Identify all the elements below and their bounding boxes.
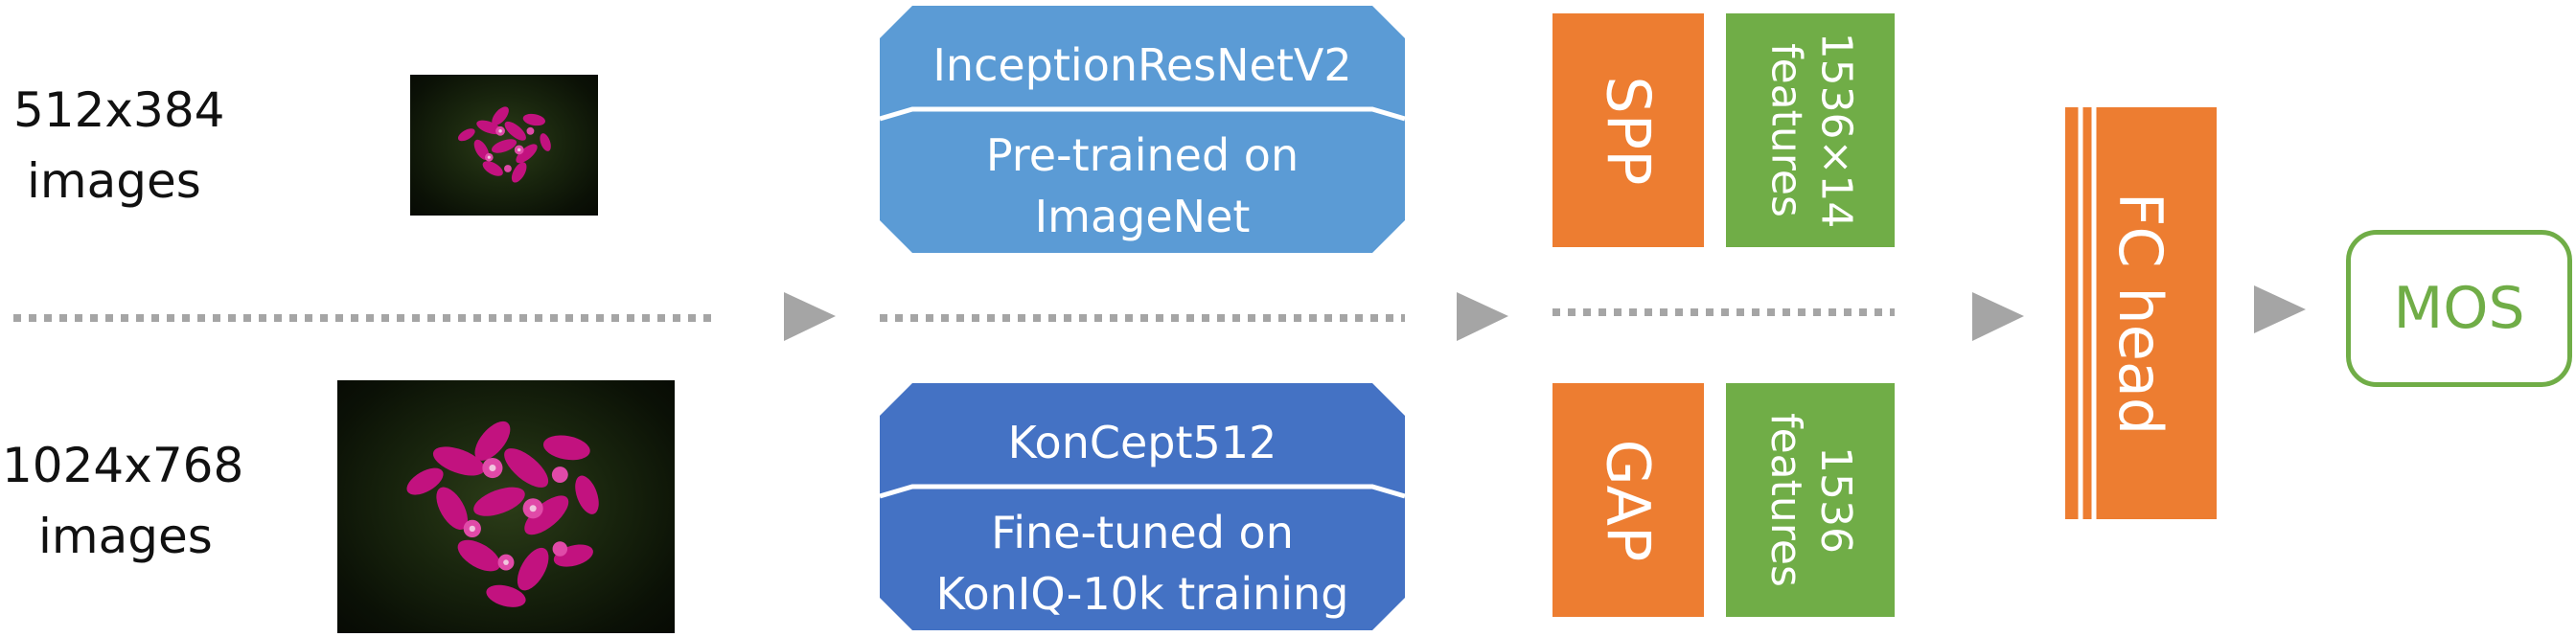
arrow-to-fc-head: [1972, 292, 2024, 341]
inception-block: InceptionResNetV2 Pre-trained on ImageNe…: [879, 6, 1406, 253]
koncept-desc-line2: KonIQ-10k training: [935, 568, 1349, 620]
inception-desc-line1: Pre-trained on: [985, 129, 1300, 181]
arrow-to-mos: [2254, 285, 2306, 333]
mos-label: MOS: [2393, 275, 2525, 342]
spp-block: SPP: [1552, 13, 1704, 247]
small-flower-image: [410, 75, 598, 216]
gap-block: GAP: [1552, 383, 1704, 617]
bottom-input-label: 1024x768 images: [2, 430, 243, 572]
top-input-images: images: [27, 153, 201, 209]
fc-head-block: FC head: [2065, 107, 2217, 519]
flower-graphic-small: [457, 106, 551, 183]
mos-output-box: MOS: [2346, 230, 2572, 387]
koncept-desc-line1: Fine-tuned on: [991, 507, 1294, 558]
arrow-to-pooling: [1457, 292, 1508, 341]
spp-features-block: 1536×14 features: [1726, 13, 1895, 247]
bottom-input-images: images: [38, 509, 213, 564]
inception-shape: [879, 6, 1406, 253]
flower-graphic-large: [406, 421, 599, 607]
large-flower-image: [337, 380, 675, 633]
top-input-size: 512x384: [13, 82, 225, 138]
koncept-name: KonCept512: [1007, 417, 1277, 468]
gap-features-block: 1536 features: [1726, 383, 1895, 617]
top-input-label: 512x384 images: [13, 75, 224, 216]
arrow-to-models: [784, 292, 836, 341]
koncept-block: KonCept512 Fine-tuned on KonIQ-10k train…: [879, 383, 1406, 630]
koncept-shape: [879, 383, 1406, 630]
inception-name: InceptionResNetV2: [932, 39, 1352, 91]
inception-desc-line2: ImageNet: [1034, 191, 1251, 242]
bottom-input-size: 1024x768: [2, 438, 244, 493]
